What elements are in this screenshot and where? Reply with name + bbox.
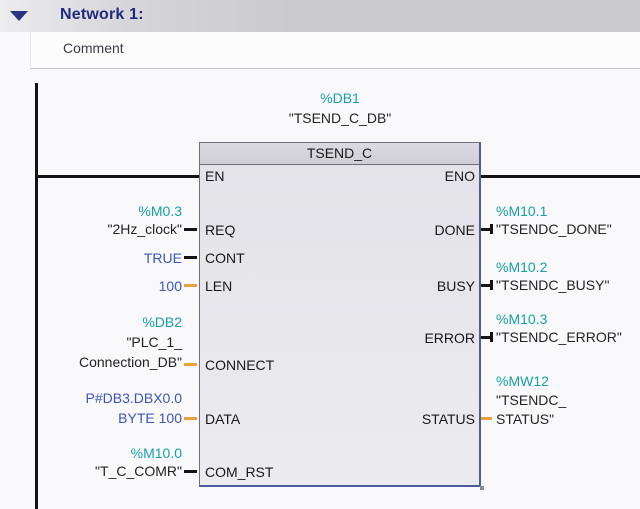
port-com-rst: COM_RST: [205, 464, 274, 480]
operand-data[interactable]: P#DB3.DBX0.0 BYTE 100: [30, 388, 183, 428]
network-header-bar[interactable]: Network 1:: [0, 0, 640, 32]
block-resize-handle[interactable]: [480, 486, 484, 490]
connector-error-tick: [490, 332, 493, 342]
operand-req-name[interactable]: "2Hz_clock": [107, 221, 182, 237]
connector-error: [481, 336, 492, 339]
port-data: DATA: [205, 411, 241, 427]
port-error: ERROR: [424, 330, 475, 346]
operand-com-rst[interactable]: %M10.0 "T_C_COMR": [30, 444, 182, 480]
operand-com-rst-name[interactable]: "T_C_COMR": [95, 463, 182, 479]
operand-error-name[interactable]: "TSENDC_ERROR": [496, 329, 622, 345]
operand-req-address[interactable]: %M0.3: [138, 203, 182, 219]
eno-wire: [481, 175, 640, 178]
port-status: STATUS: [421, 411, 475, 427]
block-title[interactable]: TSEND_C: [200, 143, 479, 165]
connector-done: [481, 228, 492, 231]
collapse-triangle-icon[interactable]: [10, 11, 28, 21]
operand-req[interactable]: %M0.3 "2Hz_clock": [30, 202, 182, 238]
operand-connect-name-1[interactable]: "PLC_1_: [126, 334, 182, 350]
connector-done-tick: [490, 224, 493, 234]
operand-done-name[interactable]: "TSENDC_DONE": [496, 221, 612, 237]
port-req: REQ: [205, 222, 236, 238]
operand-connect-name-2[interactable]: Connection_DB": [78, 354, 182, 370]
operand-data-pointer-2[interactable]: BYTE 100: [118, 410, 182, 426]
port-cont: CONT: [205, 250, 245, 266]
connector-req: [184, 228, 197, 231]
operand-busy-name[interactable]: "TSENDC_BUSY": [496, 277, 610, 293]
power-rail: [35, 83, 38, 509]
port-eno: ENO: [444, 168, 475, 184]
operand-cont[interactable]: TRUE: [143, 250, 182, 266]
connector-busy: [481, 284, 492, 287]
operand-len[interactable]: 100: [158, 278, 182, 294]
network-title[interactable]: Network 1:: [60, 6, 144, 23]
db-name[interactable]: "TSEND_C_DB": [288, 110, 392, 126]
operand-done[interactable]: %M10.1 "TSENDC_DONE": [496, 202, 640, 238]
connector-busy-tick: [490, 280, 493, 290]
operand-error-address[interactable]: %M10.3: [496, 311, 548, 327]
operand-connect-address[interactable]: %DB2: [142, 314, 182, 330]
tsend-c-block[interactable]: TSEND_C: [199, 142, 481, 487]
operand-busy[interactable]: %M10.2 "TSENDC_BUSY": [496, 258, 640, 294]
operand-connect[interactable]: %DB2 "PLC_1_ Connection_DB": [30, 312, 182, 372]
port-busy: BUSY: [436, 278, 475, 294]
operand-status-address[interactable]: %MW12: [496, 373, 549, 389]
connector-len: [184, 284, 197, 287]
connector-cont: [184, 256, 197, 259]
connector-data: [184, 417, 197, 420]
en-wire: [35, 175, 199, 178]
port-len: LEN: [205, 278, 233, 294]
db-address[interactable]: %DB1: [320, 90, 360, 106]
operand-com-rst-address[interactable]: %M10.0: [130, 445, 182, 461]
port-done: DONE: [434, 222, 475, 238]
operand-data-pointer-1[interactable]: P#DB3.DBX0.0: [85, 390, 183, 406]
instance-db-label[interactable]: %DB1 "TSEND_C_DB": [199, 88, 481, 128]
connector-connect: [184, 363, 197, 366]
operand-done-address[interactable]: %M10.1: [496, 203, 548, 219]
operand-busy-address[interactable]: %M10.2: [496, 259, 548, 275]
operand-error[interactable]: %M10.3 "TSENDC_ERROR": [496, 310, 640, 346]
connector-status: [481, 417, 492, 420]
operand-status-name-2[interactable]: STATUS": [496, 411, 555, 427]
port-connect: CONNECT: [205, 357, 275, 373]
network-comment-field[interactable]: Comment: [30, 32, 640, 66]
comment-separator: [30, 67, 640, 70]
operand-status-name-1[interactable]: "TSENDC_: [496, 392, 567, 408]
operand-status[interactable]: %MW12 "TSENDC_ STATUS": [496, 372, 640, 429]
comment-placeholder: Comment: [63, 40, 124, 56]
port-en: EN: [205, 168, 225, 184]
connector-com-rst: [184, 470, 197, 473]
